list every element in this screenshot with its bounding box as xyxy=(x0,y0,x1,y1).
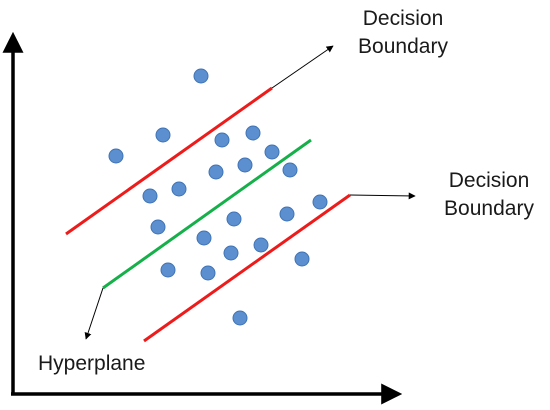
hyperplane-line xyxy=(102,138,312,290)
data-point xyxy=(214,132,230,148)
data-point xyxy=(282,162,298,178)
data-point xyxy=(253,237,269,253)
hyperplane-label: Hyperplane xyxy=(38,352,146,375)
data-point xyxy=(208,164,224,180)
decision-boundary-label-right: Decision Boundary xyxy=(433,167,545,223)
data-point xyxy=(108,148,124,164)
decision-boundary-label-top-line1: Decision xyxy=(362,7,444,30)
right-boundary-pointer-arrow xyxy=(349,192,416,200)
data-point xyxy=(264,144,280,160)
data-point xyxy=(200,265,216,281)
data-point xyxy=(294,251,310,267)
data-point xyxy=(279,206,295,222)
data-point xyxy=(142,188,158,204)
decision-boundary-label-right-line2: Boundary xyxy=(444,197,534,220)
data-point xyxy=(160,262,176,278)
data-points xyxy=(108,68,328,326)
data-point xyxy=(245,125,261,141)
data-point xyxy=(226,211,242,227)
decision-boundary-label-top: Decision Boundary xyxy=(347,5,459,61)
data-point xyxy=(196,230,212,246)
top-boundary-pointer-arrow xyxy=(271,45,334,89)
data-point xyxy=(155,127,171,143)
data-point xyxy=(171,181,187,197)
data-point xyxy=(150,219,166,235)
data-point xyxy=(193,68,209,84)
data-point xyxy=(237,157,253,173)
decision-boundary-label-right-line1: Decision xyxy=(448,169,530,192)
lower-decision-boundary-line xyxy=(143,193,351,343)
data-point xyxy=(312,194,328,210)
data-point xyxy=(232,310,248,326)
decision-boundary-label-top-line2: Boundary xyxy=(358,35,448,58)
upper-decision-boundary-line xyxy=(65,86,273,236)
hyperplane-pointer-arrow xyxy=(84,287,104,340)
data-point xyxy=(223,245,239,261)
